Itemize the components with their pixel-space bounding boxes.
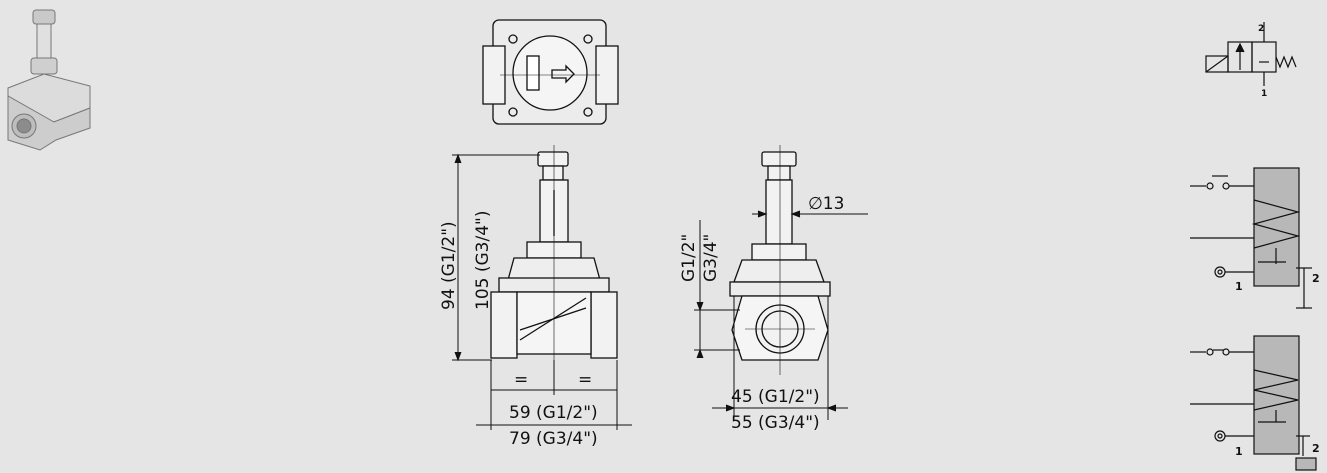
valve-symbol xyxy=(1205,22,1297,86)
dim-height-g12: 94 (G1/2") xyxy=(439,221,459,310)
dim-depth-g34: 55 (G3/4") xyxy=(731,413,820,433)
thread-g12-label: G1/2" xyxy=(679,234,699,282)
equal-mark-left: = xyxy=(514,370,528,390)
equal-mark-right: = xyxy=(578,370,592,390)
front-dimensions xyxy=(452,153,632,430)
dim-width-g12: 59 (G1/2") xyxy=(509,403,598,423)
circuit-a-port-1: 1 xyxy=(1235,280,1243,293)
product-photo xyxy=(7,9,91,151)
symbol-port-2: 2 xyxy=(1258,24,1264,34)
side-view xyxy=(729,145,831,375)
side-dimensions xyxy=(694,210,868,420)
dim-width-g34: 79 (G3/4") xyxy=(509,429,598,449)
dim-height-g34: 105 (G3/4") xyxy=(473,211,493,310)
top-view xyxy=(482,19,619,125)
dim-depth-g12: 45 (G1/2") xyxy=(731,387,820,407)
circuit-diagram-b xyxy=(1190,335,1317,471)
thread-g34-label: G3/4" xyxy=(701,234,721,282)
symbol-port-1: 1 xyxy=(1261,89,1267,99)
circuit-b-port-2: 2 xyxy=(1312,442,1320,455)
circuit-diagram-a xyxy=(1190,167,1312,309)
circuit-a-port-2: 2 xyxy=(1312,272,1320,285)
circuit-b-port-1: 1 xyxy=(1235,445,1243,458)
front-view xyxy=(490,145,618,390)
diameter-label: ∅13 xyxy=(808,194,844,214)
